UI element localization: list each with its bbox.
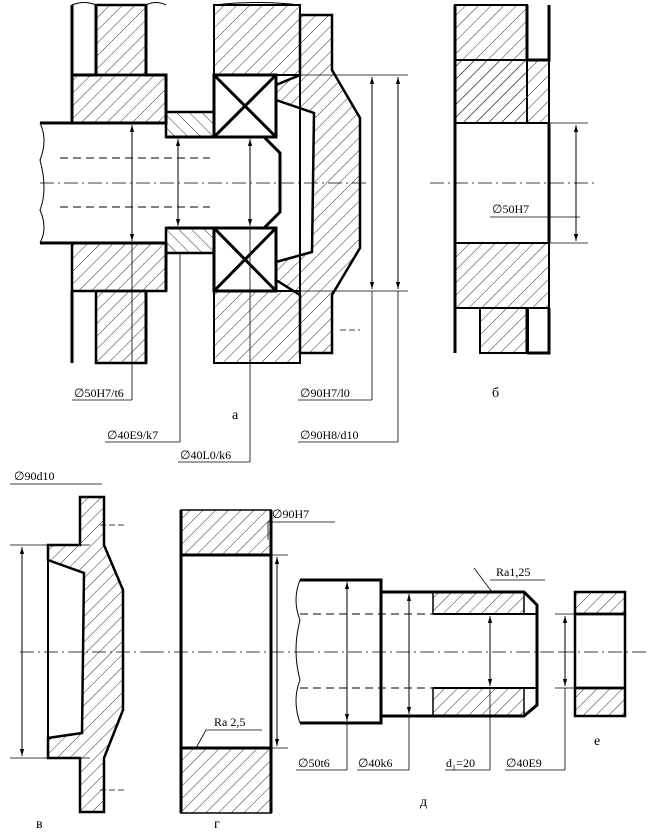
view-label-e: е xyxy=(594,734,600,749)
dim-d-d40k6: ∅40k6 xyxy=(358,756,392,770)
view-e: ∅40E9 е xyxy=(505,590,650,771)
dim-d-d50t6: ∅50t6 xyxy=(298,756,330,770)
dim-v-d90d10: ∅90d10 xyxy=(14,469,54,483)
view-label-v: в xyxy=(36,817,43,832)
dim-a-d40l0k6: ∅40L0/k6 xyxy=(180,448,231,462)
view-g: ∅90H7 Ra 2,5 г xyxy=(150,507,335,832)
view-b: ∅50H7 б xyxy=(430,4,595,401)
dim-b-d50h7: ∅50H7 xyxy=(492,202,529,216)
dim-a-d90h7l0: ∅90H7/l0 xyxy=(300,386,350,400)
view-a: ∅50H7/t6 ∅40E9/k7 ∅40L0/k6 ∅90H7/l0 ∅90H… xyxy=(39,2,408,463)
dim-d-ra: Ra1,25 xyxy=(496,565,530,579)
dim-g-d90h7: ∅90H7 xyxy=(272,507,309,521)
dim-g-ra: Ra 2,5 xyxy=(214,715,245,729)
dim-e-d40e9: ∅40E9 xyxy=(506,756,542,770)
dim-a-d40e9k7: ∅40E9/k7 xyxy=(107,428,158,442)
dim-a-d50h7t6: ∅50H7/t6 xyxy=(74,386,124,400)
dim-d-d1: d₁=20 xyxy=(446,756,475,770)
view-label-d: д xyxy=(420,795,427,810)
end-cover xyxy=(274,13,362,355)
dim-a-d90h8d10: ∅90H8/d10 xyxy=(300,428,358,442)
view-label-b: б xyxy=(492,386,499,401)
view-d: Ra1,25 ∅50t6 ∅40k6 d₁=20 д xyxy=(295,565,560,810)
cover-v xyxy=(46,495,125,814)
view-v: ∅90d10 в xyxy=(10,469,150,832)
view-label-g: г xyxy=(214,817,220,832)
view-label-a: а xyxy=(232,408,239,423)
